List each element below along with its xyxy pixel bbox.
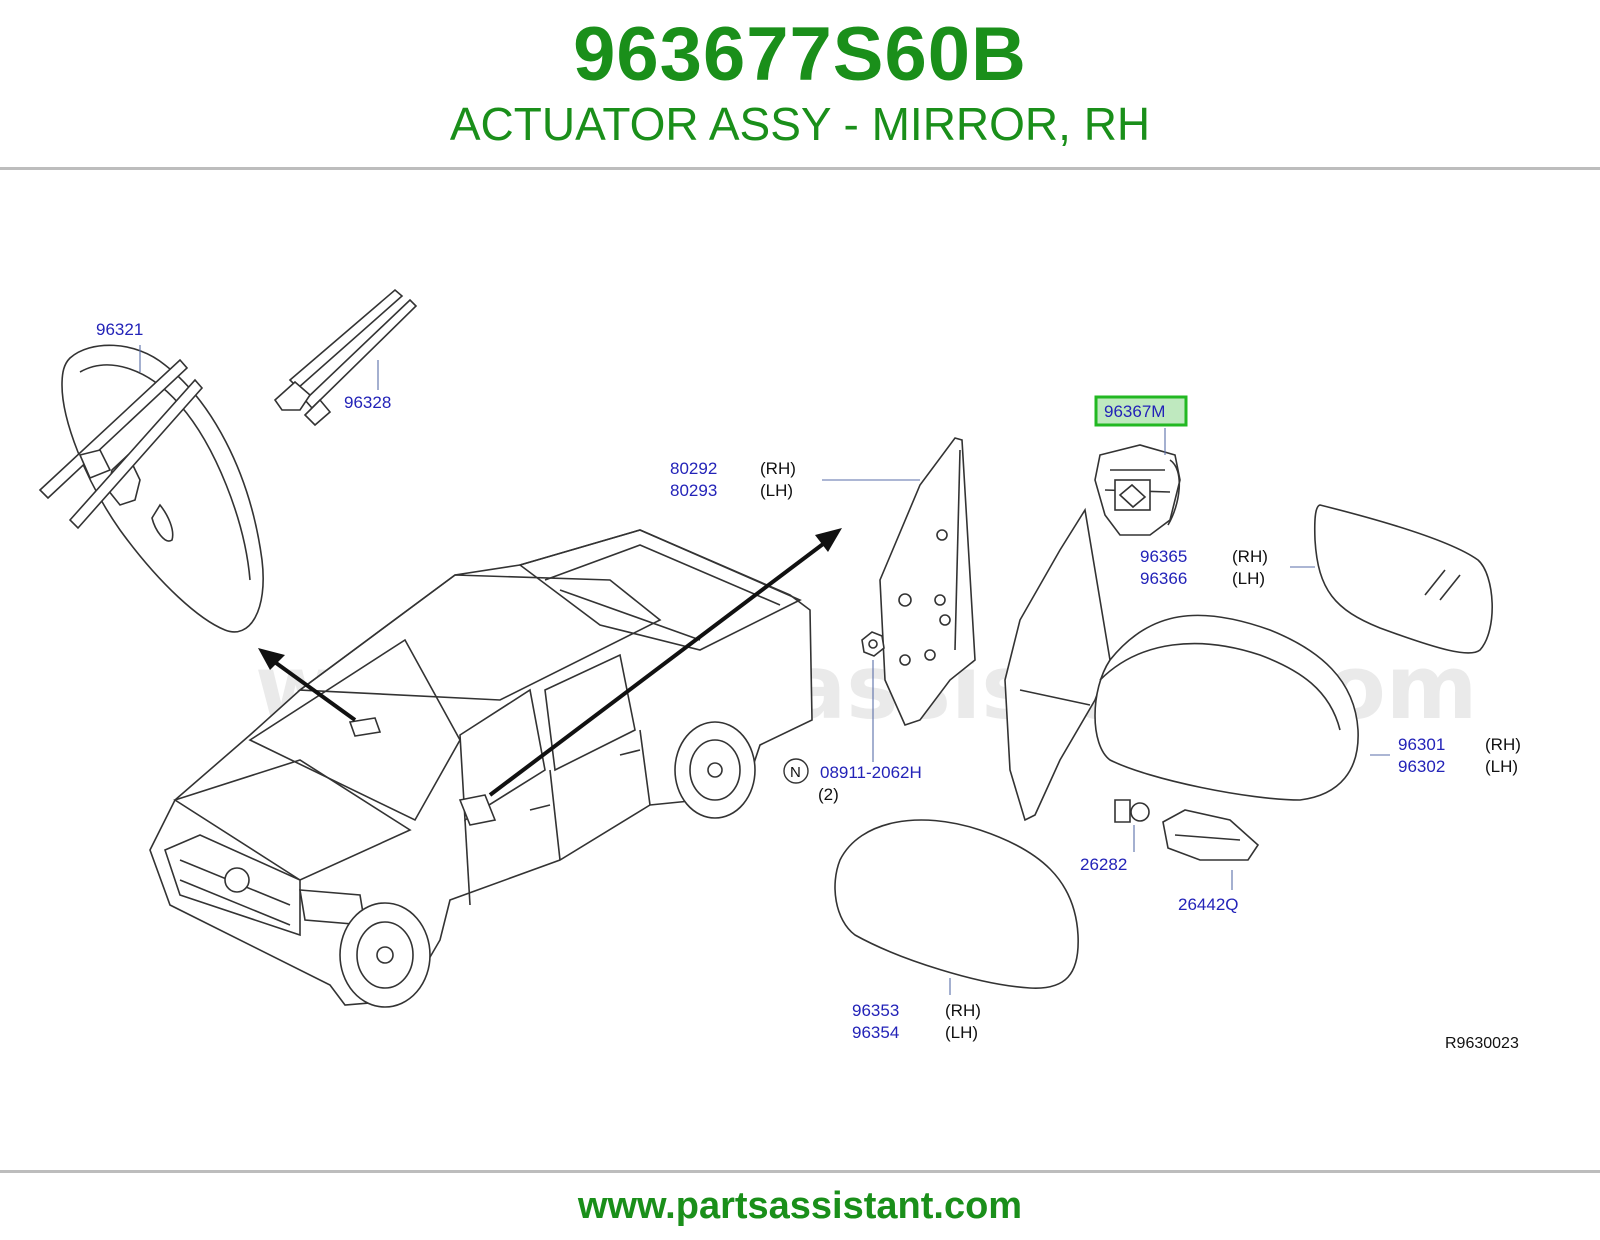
label-96366[interactable]: 96366 [1140,569,1187,588]
page-title: 963677S60B [573,12,1027,97]
label-96365[interactable]: 96365 [1140,547,1187,566]
nut-drawing [861,631,885,657]
label-96302-side: (LH) [1485,757,1518,776]
bulb-drawing [1114,799,1150,823]
highlight-box-96367m [1094,395,1188,427]
label-08911-2062h[interactable]: 08911-2062H [820,763,922,782]
mirror-base-drawing [879,437,976,726]
n-marker-circle [783,758,809,784]
label-96365-side: (RH) [1232,547,1268,566]
footer-link[interactable]: www.partsassistant.com [577,1185,1023,1227]
header-divider [0,167,1600,170]
label-08911-qty: (2) [818,785,839,804]
mirror-housing-drawing [1004,507,1359,822]
label-96301-side: (RH) [1485,735,1521,754]
label-96301[interactable]: 96301 [1398,735,1445,754]
label-26442q[interactable]: 26442Q [1178,895,1239,914]
mirror-bracket-drawing [273,288,418,427]
mirror-glass-drawing [1313,504,1493,654]
label-96367m[interactable]: 96367M [1104,402,1165,421]
truck-drawing [149,529,813,1008]
part-labels: 96321 96328 96367M 80292 (RH) 80293 (LH)… [96,320,1521,1052]
leader-lines [139,345,1390,995]
lamp-drawing [1162,809,1260,861]
label-80292[interactable]: 80292 [670,459,717,478]
label-96353-side: (RH) [945,1001,981,1020]
label-96302[interactable]: 96302 [1398,757,1445,776]
header: 963677S60B ACTUATOR ASSY - MIRROR, RH [0,0,1600,170]
label-80293[interactable]: 80293 [670,481,717,500]
label-96354[interactable]: 96354 [852,1023,899,1042]
label-80292-side: (RH) [760,459,796,478]
label-96321[interactable]: 96321 [96,320,143,339]
actuator-drawing [1094,444,1181,536]
label-08911-marker: N [790,764,801,781]
label-26282[interactable]: 26282 [1080,855,1127,874]
label-96328[interactable]: 96328 [344,393,391,412]
callout-arrows [258,528,842,797]
label-96366-side: (LH) [1232,569,1265,588]
label-96354-side: (LH) [945,1023,978,1042]
inner-mirror-drawing [38,344,264,633]
diagram-reference: R9630023 [1445,1035,1519,1052]
footer-divider [0,1170,1600,1173]
part-description: ACTUATOR ASSY - MIRROR, RH [449,98,1151,150]
label-80293-side: (LH) [760,481,793,500]
label-96353[interactable]: 96353 [852,1001,899,1020]
mirror-cover-drawing [834,819,1079,989]
